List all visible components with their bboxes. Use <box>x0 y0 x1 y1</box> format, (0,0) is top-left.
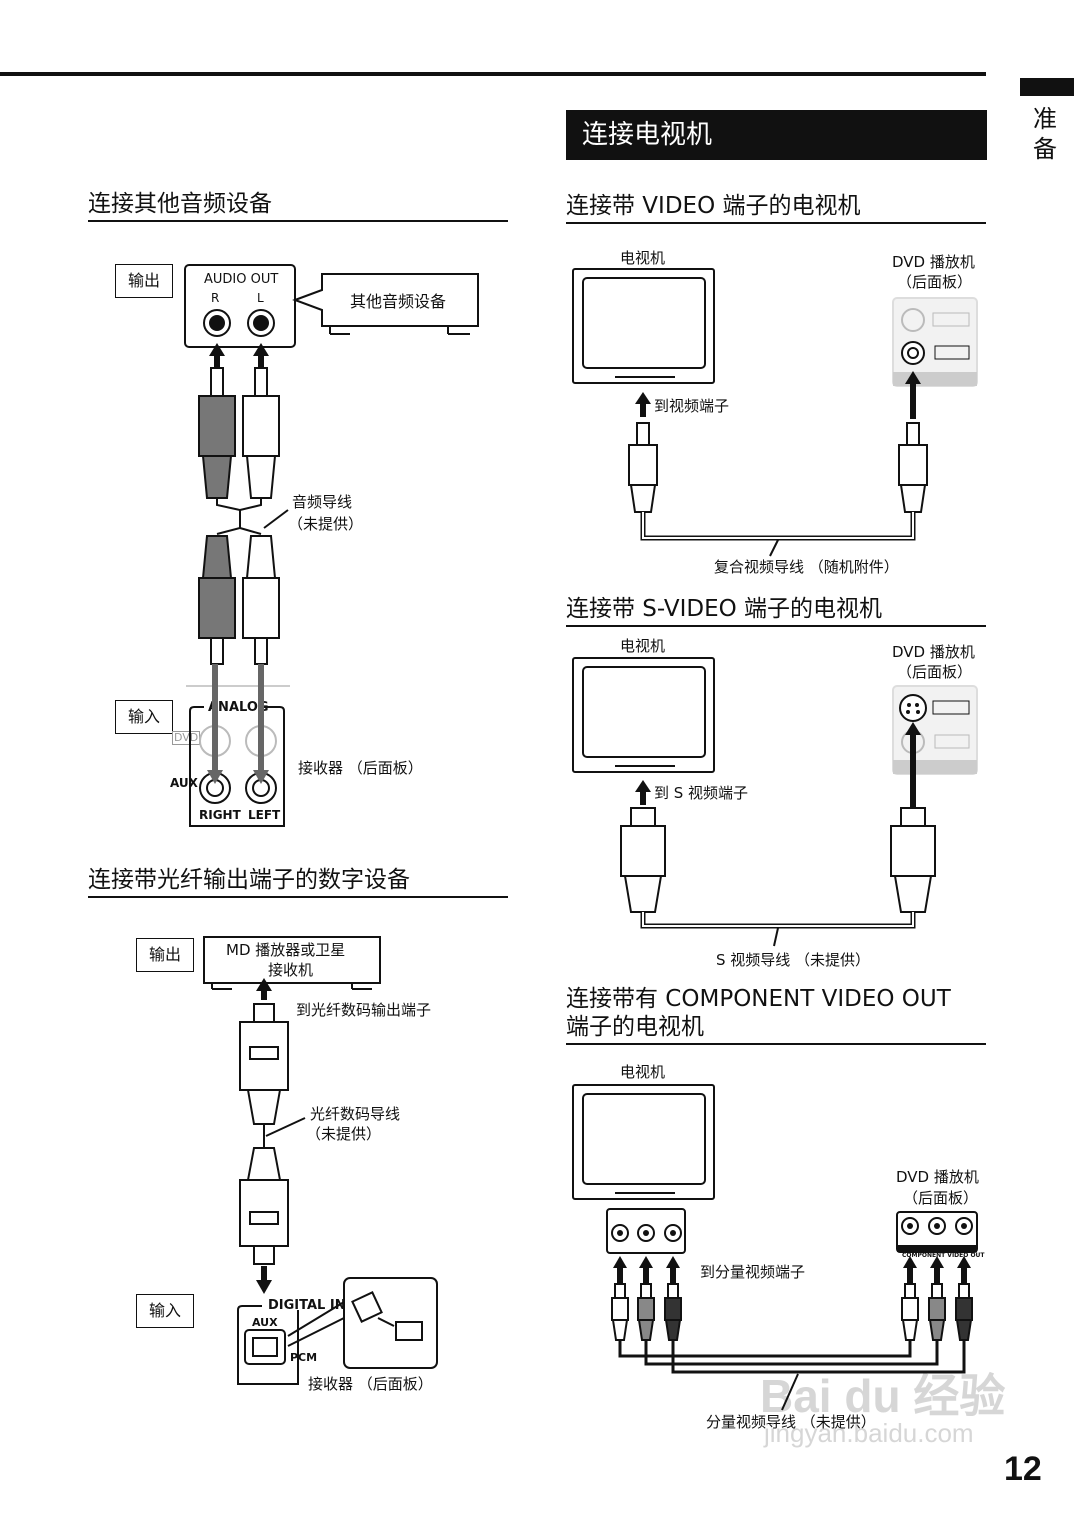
optical-cable-label: 光纤数码导线 <box>310 1105 401 1123</box>
optical-down-arrow <box>256 1266 272 1294</box>
watermark-brand: Bai du 经验 <box>760 1370 1006 1422</box>
md-device-line1: MD 播放器或卫星 <box>226 941 346 959</box>
side-tab-bar <box>1020 78 1074 96</box>
component-cable-label: 分量视频导线 （未提供） <box>706 1413 876 1431</box>
composite-plugs <box>628 422 928 557</box>
audio-cable-label: 音频导线 <box>292 493 353 511</box>
audio-out-jacks <box>203 309 275 337</box>
receiver-label-1: 接收器 （后面板） <box>298 759 423 777</box>
other-device-label: 其他音频设备 <box>350 292 447 311</box>
tv-label-3: 电视机 <box>620 1063 666 1081</box>
to-component-port: 到分量视频端子 <box>700 1263 806 1281</box>
side-tab-label: 准备 <box>1033 105 1057 163</box>
top-rule <box>0 72 986 76</box>
audio-up-arrows <box>209 343 269 369</box>
right-label: RIGHT <box>199 808 241 822</box>
heading-video-tv: 连接带 VIDEO 端子的电视机 <box>566 192 986 224</box>
tv-1 <box>572 268 715 384</box>
audio-upper-plugs <box>198 367 280 499</box>
tv-label-1: 电视机 <box>620 249 666 267</box>
pb-tag-tv: PB <box>643 1248 653 1256</box>
dvd-panel-2 <box>892 685 978 775</box>
component-in-tag: COMPONENT VIDEO IN <box>617 1220 674 1226</box>
output-label: 输出 <box>115 264 173 298</box>
optical-plug-lower <box>239 1147 289 1265</box>
component-plugs <box>611 1283 973 1341</box>
md-device-line2: 接收机 <box>268 961 314 979</box>
composite-cable-label: 复合视频导线 （随机附件） <box>714 558 899 576</box>
section-banner: 连接电视机 <box>566 110 987 160</box>
pcm-label: PCM <box>290 1351 318 1364</box>
svideo-tag-2: S-VIDEO <box>935 708 972 717</box>
dvd-note-3: （后面板） <box>903 1189 979 1207</box>
aux-label: AUX <box>170 776 198 790</box>
dvd-label-1: DVD 播放机 <box>892 253 975 271</box>
heading-svideo-tv: 连接带 S-VIDEO 端子的电视机 <box>566 595 986 627</box>
digital-in-label: DIGITAL IN <box>268 1298 346 1313</box>
dvd-label-2: DVD 播放机 <box>892 643 975 661</box>
heading-component-line1: 连接带有 COMPONENT VIDEO OUT <box>566 986 951 1012</box>
video-out-tag-1: VIDEO OUT <box>913 378 958 387</box>
tv-label-2: 电视机 <box>620 637 666 655</box>
r-label: R <box>211 291 220 305</box>
svideo-cable-label: S 视频导线 （未提供） <box>716 951 871 969</box>
audio-out-label: AUDIO OUT <box>204 272 279 287</box>
aux-label-2: AUX <box>252 1316 278 1329</box>
to-video-port: 到视频端子 <box>654 397 730 415</box>
receiver-label-2: 接收器 （后面板） <box>308 1375 433 1393</box>
heading-optical: 连接带光纤输出端子的数字设备 <box>88 866 508 898</box>
component-out-tag: COMPONENT VIDEO OUT <box>902 1252 985 1259</box>
optical-plug-upper <box>239 1003 306 1148</box>
tv-2 <box>572 657 715 773</box>
heading-other-audio: 连接其他音频设备 <box>88 190 508 222</box>
audio-cable-wires <box>216 498 289 535</box>
audio-down-arrows <box>207 664 269 784</box>
tv-3 <box>572 1084 715 1200</box>
audio-lower-plugs <box>198 535 280 665</box>
svideo-tag-1: S-VIDEO <box>935 320 968 329</box>
video-tag-1: VIDEO <box>938 352 970 362</box>
optical-up-arrow <box>256 978 272 1000</box>
heading-component-tv: 连接带有 COMPONENT VIDEO OUT 端子的电视机 <box>566 985 986 1045</box>
audio-cable-note: （未提供） <box>288 515 364 533</box>
optical-cable-note: （未提供） <box>306 1125 382 1143</box>
left-label: LEFT <box>248 808 281 822</box>
dvd-label: DVD <box>172 731 201 745</box>
input-label: 输入 <box>115 700 173 734</box>
video-out-tag-2: VIDEO OUT <box>913 767 958 776</box>
to-optical-port: 到光纤数码输出端子 <box>296 1001 432 1019</box>
input-label-2: 输入 <box>136 1294 194 1328</box>
pr-tag-tv: PR <box>670 1248 680 1256</box>
page-number: 12 <box>1004 1450 1042 1488</box>
to-svideo-port: 到 S 视频端子 <box>654 784 749 802</box>
watermark-url: jingyan.baidu.com <box>764 1418 974 1448</box>
heading-component-line2: 端子的电视机 <box>566 1014 704 1040</box>
dvd-label-3: DVD 播放机 <box>896 1168 979 1186</box>
output-label-2: 输出 <box>136 938 194 972</box>
svideo-plugs <box>620 807 936 947</box>
analog-label: ANALOG <box>208 700 269 715</box>
video-tag-2: VIDEO <box>938 742 967 752</box>
dvd-note-2: （后面板） <box>897 663 973 681</box>
l-label: L <box>257 291 264 305</box>
y-tag-tv: Y <box>617 1248 622 1256</box>
dvd-note-1: （后面板） <box>897 273 973 291</box>
